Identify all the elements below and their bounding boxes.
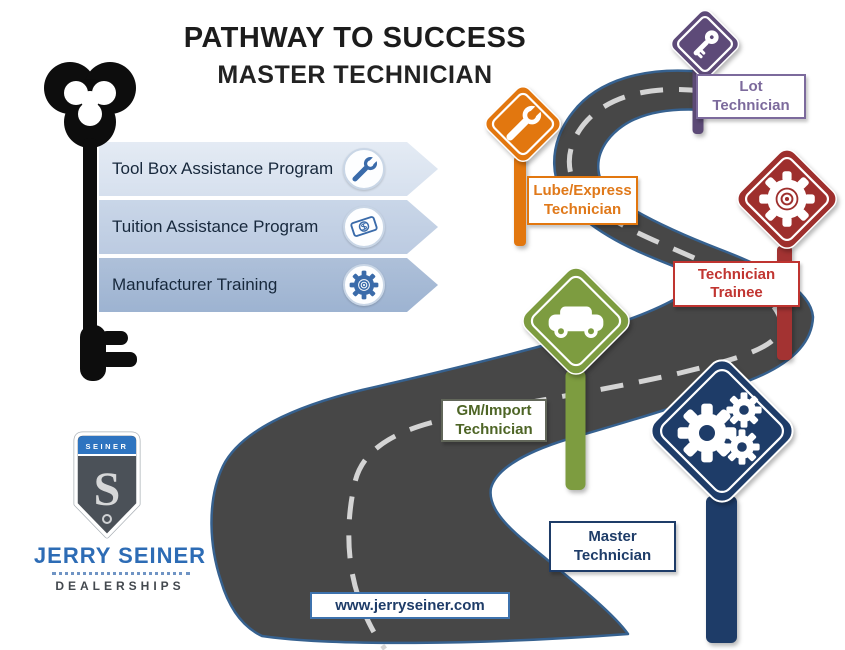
sign-label-line: Technician [712, 96, 790, 114]
sign-label-line: GM/Import [456, 402, 532, 420]
brand-name: JERRY SEINER [33, 543, 207, 568]
post-gm [565, 370, 586, 490]
website-box: www.jerryseiner.com [310, 592, 510, 619]
banner-toolbox-program: Tool Box Assistance Program [99, 142, 438, 196]
dealership-shield-logo: SEINER S [73, 431, 141, 539]
sign-label-line: Lot [739, 78, 763, 96]
title-block: PATHWAY TO SUCCESS MASTER TECHNICIAN [130, 22, 580, 90]
page-subtitle: MASTER TECHNICIAN [217, 61, 493, 89]
page-title: PATHWAY TO SUCCESS [183, 22, 527, 54]
post-master [706, 496, 737, 643]
sign-label-line: Technician [697, 265, 776, 283]
sign-label-lube-express: Lube/Express Technician [527, 176, 638, 225]
website-url: www.jerryseiner.com [335, 597, 485, 614]
banner-label: Manufacturer Training [112, 275, 278, 294]
road-center-line [346, 86, 784, 650]
sign-label-line: Technician [543, 200, 622, 218]
banner-label: Tool Box Assistance Program [112, 159, 334, 178]
diamond-gm-import [522, 267, 630, 375]
shield-badge-text: SEINER [86, 442, 129, 451]
sign-label-line: Trainee [710, 284, 763, 301]
sign-label-line: Lube/Express [533, 182, 632, 200]
diamond-lot-technician [670, 9, 740, 79]
sign-label-gm-import: GM/Import Technician [441, 399, 547, 442]
diamond-master-technician [650, 359, 794, 503]
wrench-icon [343, 148, 385, 190]
sign-label-master-technician: Master Technician [549, 521, 676, 572]
banner-label: Tuition Assistance Program [112, 217, 319, 236]
sign-label-line: Technician [573, 546, 652, 564]
sign-label-lot-technician: Lot Technician [696, 74, 806, 119]
brand-tagline: DEALERSHIPS [55, 579, 185, 593]
banner-tuition-program: Tuition Assistance Program [99, 200, 438, 254]
shield-monogram: S [94, 463, 121, 516]
dollar-bill-icon [343, 206, 385, 248]
key-graphic [44, 62, 137, 381]
diamond-technician-trainee [737, 149, 837, 249]
sign-label-line: Technician [455, 420, 533, 438]
sign-label-technician-trainee: Technician Trainee [673, 261, 800, 307]
sign-label-line: Master [588, 528, 637, 546]
post-lube [514, 156, 526, 246]
gear-icon [343, 264, 385, 306]
banner-manufacturer-training: Manufacturer Training [99, 258, 438, 312]
diamond-lube-express [484, 85, 562, 163]
brand-divider [52, 572, 190, 575]
